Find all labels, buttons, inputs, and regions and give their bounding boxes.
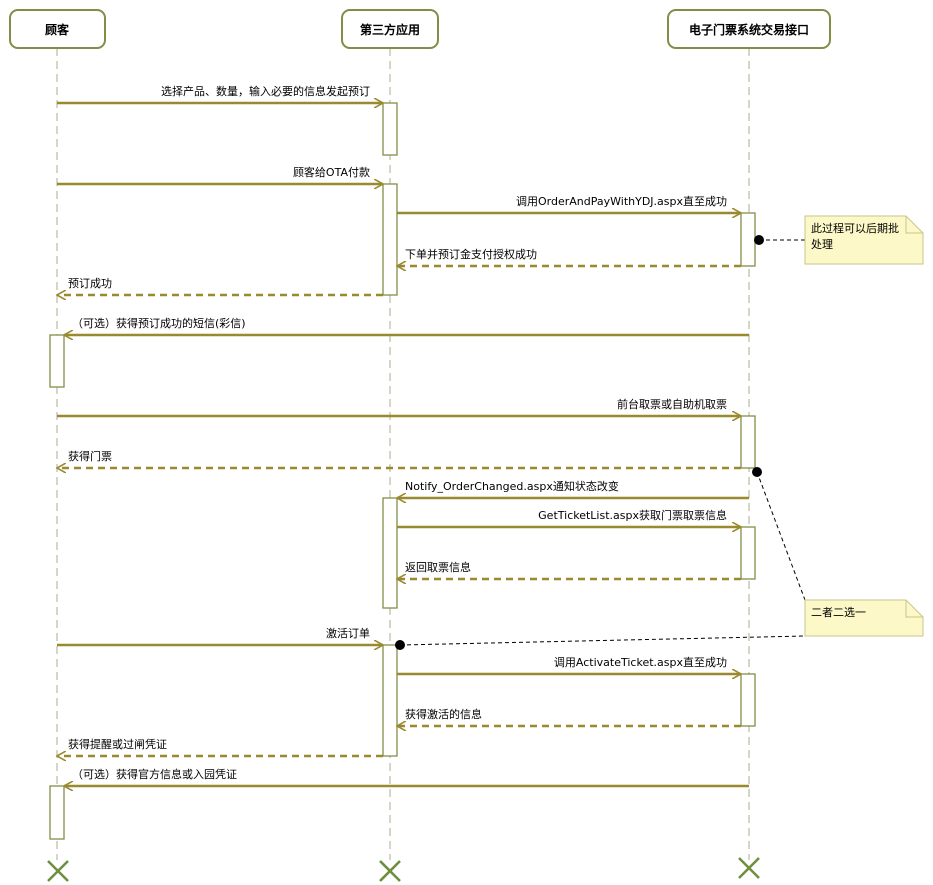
message-label: 获得门票 (68, 449, 112, 463)
participant-customer[interactable]: 顾客 (9, 9, 106, 49)
note-connectors (395, 235, 806, 650)
activation-bar (382, 102, 398, 156)
message-label: 前台取票或自助机取票 (617, 397, 727, 411)
message-label: 选择产品、数量，输入必要的信息发起预订 (161, 84, 370, 98)
message-label: （可选）获得预订成功的短信(彩信) (72, 316, 246, 330)
note-choose-one[interactable]: 二者二选一 (804, 599, 924, 637)
message-label: Notify_OrderChanged.aspx通知状态改变 (405, 479, 619, 493)
activation-bar (382, 497, 398, 609)
message-label: 预订成功 (68, 277, 112, 290)
note-anchor-dot (752, 467, 762, 477)
message-label: （可选）获得官方信息或入园凭证 (72, 767, 237, 781)
message-label: 返回取票信息 (405, 560, 471, 574)
destroy-x-icon (47, 860, 69, 882)
message-label: 激活订单 (326, 626, 370, 640)
message-label: 调用OrderAndPayWithYDJ.aspx直至成功 (516, 194, 727, 208)
activation-bar (740, 415, 756, 469)
note-line: 此过程可以后期批 (811, 221, 899, 235)
activation-bar (382, 644, 398, 757)
message-label: 获得提醒或过闸凭证 (68, 737, 167, 751)
activation-bar (49, 334, 65, 388)
message-label: 顾客给OTA付款 (293, 165, 370, 179)
note-anchor-dot (754, 235, 764, 245)
message-label: 获得激活的信息 (405, 707, 482, 721)
message-label: GetTicketList.aspx获取门票取票信息 (538, 508, 727, 522)
note-batch-processing[interactable]: 此过程可以后期批 处理 (804, 215, 924, 265)
note-line: 二者二选一 (811, 606, 866, 619)
participant-app[interactable]: 第三方应用 (341, 9, 439, 49)
message-labels: 选择产品、数量，输入必要的信息发起预订 顾客给OTA付款 调用OrderAndP… (68, 84, 727, 781)
destroy-x-icon (738, 857, 760, 879)
participant-app-label: 第三方应用 (360, 22, 420, 37)
message-label: 调用ActivateTicket.aspx直至成功 (554, 655, 727, 669)
activation-bar (382, 183, 398, 296)
activation-bar (740, 673, 756, 727)
note-connector (399, 635, 806, 646)
note-line: 处理 (811, 238, 833, 251)
activation-bar (740, 212, 756, 267)
messages (57, 103, 749, 786)
activation-bars (49, 102, 756, 840)
participant-system[interactable]: 电子门票系统交易接口 (667, 9, 831, 49)
message-label: 下单并预订金支付授权成功 (405, 247, 537, 261)
participant-system-label: 电子门票系统交易接口 (689, 22, 809, 37)
note-connector (756, 471, 806, 601)
note-anchor-dot (395, 640, 405, 650)
activation-bar (740, 526, 756, 580)
activation-bar (49, 785, 65, 840)
destroy-markers (47, 857, 760, 882)
destroy-x-icon (379, 860, 401, 882)
participant-customer-label: 顾客 (45, 22, 70, 37)
